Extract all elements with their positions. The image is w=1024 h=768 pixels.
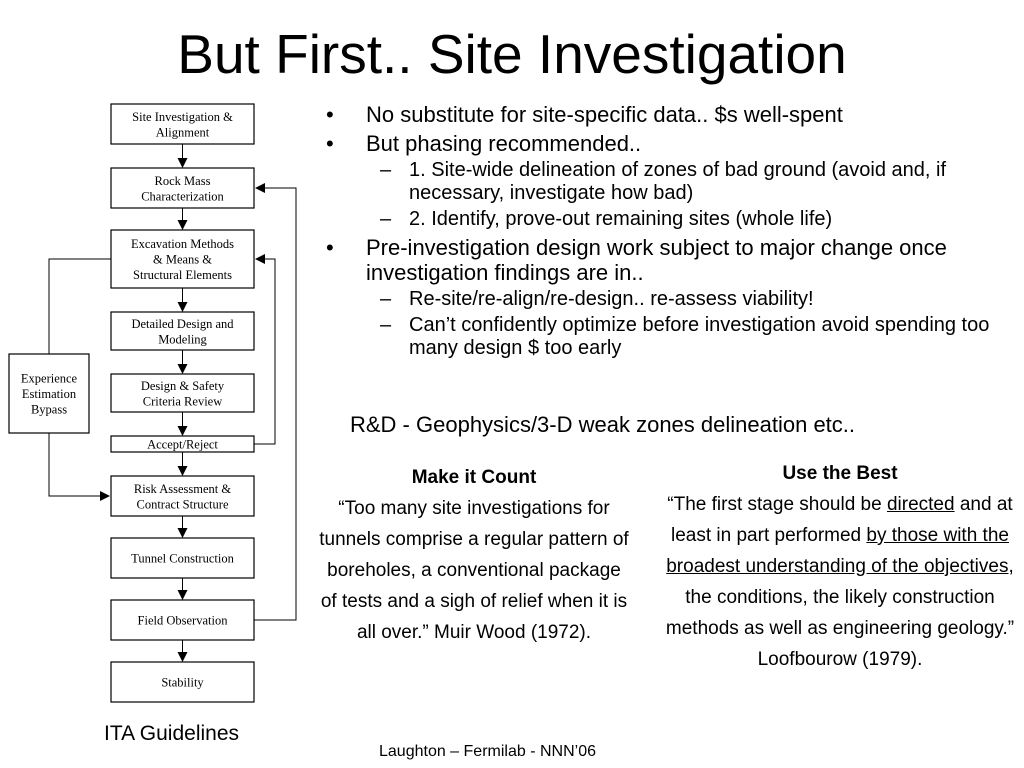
flowchart-box-label: Criteria Review (143, 394, 223, 408)
sub-bullet-item: – 1. Site-wide delineation of zones of b… (322, 159, 1012, 205)
flowchart-box-rect (110, 537, 255, 579)
bullet-dot: • (326, 102, 334, 127)
flowchart-box-label: Modeling (158, 332, 207, 346)
quote-underlined-text: by those with the broadest understanding… (666, 525, 1009, 577)
flowchart-box-label: Tunnel Construction (131, 552, 234, 566)
rnd-note: R&D - Geophysics/3-D weak zones delineat… (350, 412, 856, 437)
flowchart-box-rect (110, 661, 255, 703)
flowchart-box-label: Estimation (22, 387, 77, 401)
flowchart-box: Accept/Reject (110, 435, 255, 453)
flowchart-box-label: Stability (161, 676, 204, 690)
sub-bullet-text: Re-site/re-align/re-design.. re-assess v… (409, 288, 814, 310)
flowchart-box-label: Site Investigation & (132, 110, 233, 124)
bullet-item: • But phasing recommended.. (322, 131, 1012, 156)
flowchart-box-label: Experience (21, 372, 78, 386)
slide-footer: Laughton – Fermilab - NNN’06 (379, 743, 596, 760)
flowchart-bypass-arrow (48, 433, 110, 501)
flowchart-box: Stability (110, 661, 255, 703)
flowchart-box: Site Investigation &Alignment (110, 103, 255, 145)
sub-bullet-dash: – (380, 159, 392, 181)
flowchart-box-label: Risk Assessment & (134, 482, 232, 496)
quote-text: , the conditions, the likely constructio… (665, 556, 1015, 670)
flowchart-box-rect (110, 599, 255, 641)
quote-heading: Use the Best (782, 463, 898, 484)
quote-body: “The first stage should be directed and … (664, 489, 1016, 675)
slide-title: But First.. Site Investigation (177, 23, 847, 85)
flowchart-box-label: Characterization (141, 189, 224, 203)
flowchart-caption: ITA Guidelines (104, 722, 240, 745)
flowchart-box-label: Structural Elements (133, 268, 232, 282)
flowchart-box-rect (110, 167, 255, 209)
flowchart-connectors (48, 144, 297, 662)
flowchart-box-rect (110, 229, 255, 289)
sub-bullet-text: 2. Identify, prove-out remaining sites (… (409, 208, 833, 230)
flowchart-box-label: Bypass (31, 403, 67, 417)
sub-bullet-dash: – (380, 208, 392, 230)
bullet-item: • Pre-investigation design work subject … (322, 235, 1012, 285)
sub-bullet-text: 1. Site-wide delineation of zones of bad… (409, 159, 947, 204)
flowchart-box-label: Detailed Design and (131, 317, 234, 331)
flowchart-box-rect (110, 435, 255, 453)
bullet-list: • No substitute for site-specific data..… (322, 98, 1012, 360)
flowchart-box: Tunnel Construction (110, 537, 255, 579)
flowchart-bypass-connector (48, 258, 111, 354)
quote-text: and at least in part performed (671, 494, 1013, 546)
flowchart-box-rect (110, 373, 255, 413)
quote-use-the-best: Use the Best “The first stage should be … (664, 458, 1016, 675)
sub-bullet-dash: – (380, 288, 392, 310)
flowchart-box-rect (8, 353, 90, 434)
bullet-item: • No substitute for site-specific data..… (322, 102, 1012, 127)
sub-bullet-text: Can’t confidently optimize before invest… (409, 314, 990, 359)
sub-bullet-item: – Can’t confidently optimize before inve… (322, 314, 1012, 360)
flowchart-box-label: Design & Safety (141, 379, 225, 393)
quote-underlined-text: directed (886, 494, 955, 515)
flowchart-box-rect (110, 311, 255, 351)
bullet-text: Pre-investigation design work subject to… (366, 235, 947, 285)
bullet-dot: • (326, 235, 334, 260)
flowchart-box-label: & Means & (153, 253, 212, 267)
flowchart-box-label: Rock Mass (155, 174, 211, 188)
sub-bullet-dash: – (380, 314, 392, 336)
flowchart-box-label: Field Observation (138, 614, 229, 628)
flowchart-box: Risk Assessment &Contract Structure (110, 475, 255, 517)
sub-bullet-item: – 2. Identify, prove-out remaining sites… (322, 208, 1012, 231)
flowchart-feedback-arrow (254, 183, 297, 621)
flowchart-box-rect (110, 103, 255, 145)
flowchart-box-label: Contract Structure (137, 497, 229, 511)
flowchart-feedback-arrow (254, 254, 276, 445)
bullet-text: But phasing recommended.. (366, 131, 642, 156)
bullet-dot: • (326, 131, 334, 156)
flowchart-box: Field Observation (110, 599, 255, 641)
bullet-text: No substitute for site-specific data.. $… (366, 102, 843, 127)
flowchart-box-label: Alignment (156, 125, 210, 139)
flowchart-box-label: Excavation Methods (131, 237, 234, 251)
quote-text: “The first stage should be (667, 494, 887, 515)
sub-bullet-item: – Re-site/re-align/re-design.. re-assess… (322, 288, 1012, 311)
quote-heading: Make it Count (411, 467, 537, 488)
flowchart-box-label: Accept/Reject (147, 438, 218, 452)
flowchart-box-rect (110, 475, 255, 517)
quote-make-it-count: Make it Count “Too many site investigati… (318, 462, 630, 648)
flowchart-box: Excavation Methods & Means &Structural El… (110, 229, 255, 289)
quote-body: “Too many site investigations for tunnel… (319, 498, 629, 643)
